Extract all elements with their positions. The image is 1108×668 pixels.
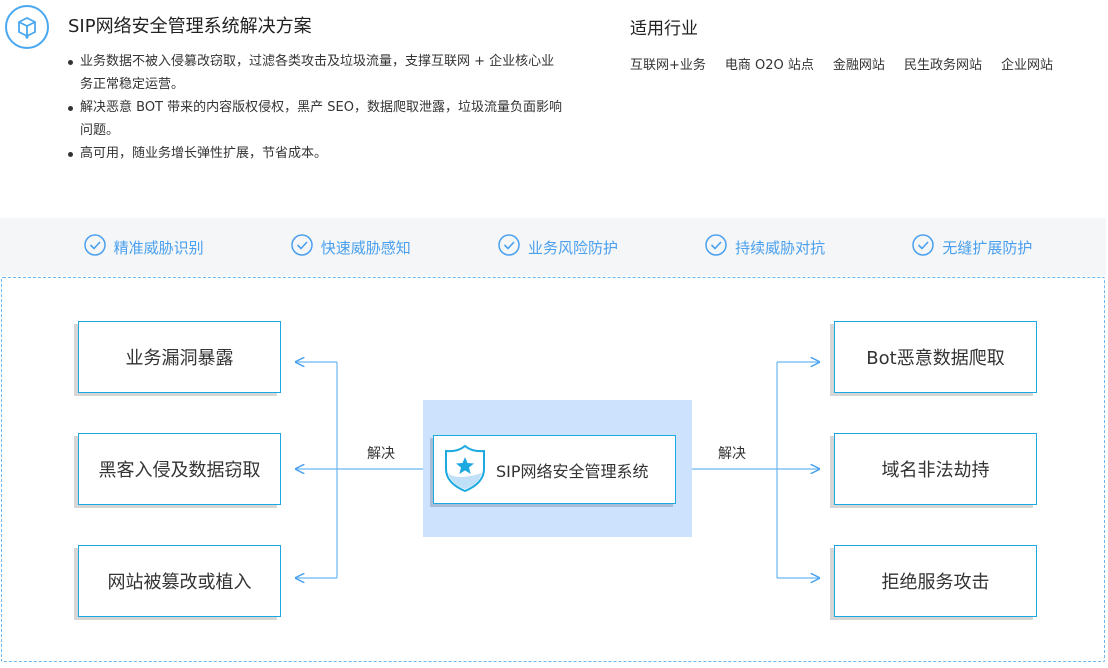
industry-item: 企业网站 — [1000, 58, 1053, 73]
feature-item: 业务风险防护 — [498, 234, 618, 260]
check-circle-icon — [291, 234, 313, 260]
industry-item: 民生政务网站 — [903, 58, 982, 73]
page-title: SIP网络安全管理系统解决方案 — [68, 16, 312, 37]
threat-box: 域名非法劫持 — [834, 433, 1037, 505]
feature-label: 持续威胁对抗 — [735, 238, 826, 257]
benefit-list: 业务数据不被入侵篡改窃取，过滤各类攻击及垃圾流量，支撑互联网 + 企业核心业务正… — [66, 50, 566, 165]
core-system-box: SIP网络安全管理系统 — [433, 435, 676, 504]
benefit-item: 高可用，随业务增长弹性扩展，节省成本。 — [66, 142, 566, 165]
solve-label-right: 解决 — [718, 446, 746, 462]
product-logo-icon — [5, 5, 49, 49]
feature-item: 无缝扩展防护 — [912, 234, 1032, 260]
benefit-item: 解决恶意 BOT 带来的内容版权侵权，黑产 SEO，数据爬取泄露，垃圾流量负面影… — [66, 96, 566, 142]
benefit-item: 业务数据不被入侵篡改窃取，过滤各类攻击及垃圾流量，支撑互联网 + 企业核心业务正… — [66, 50, 566, 96]
shield-star-icon — [442, 443, 488, 497]
threat-box: 网站被篡改或植入 — [78, 545, 281, 617]
threat-box: 黑客入侵及数据窃取 — [78, 433, 281, 505]
industry-item: 电商 O2O 站点 — [724, 58, 814, 73]
threat-box: 业务漏洞暴露 — [78, 321, 281, 393]
feature-band: 精准威胁识别 快速威胁感知 业务风险防护 持续威胁对抗 无缝扩展防护 — [0, 218, 1106, 276]
solve-label-left: 解决 — [367, 446, 395, 462]
feature-item: 快速威胁感知 — [291, 234, 411, 260]
check-circle-icon — [912, 234, 935, 260]
threat-box: 拒绝服务攻击 — [834, 545, 1037, 617]
feature-item: 持续威胁对抗 — [705, 234, 825, 260]
feature-label: 无缝扩展防护 — [942, 238, 1033, 257]
check-circle-icon — [705, 234, 727, 260]
threat-box: Bot恶意数据爬取 — [834, 321, 1037, 393]
check-circle-icon — [498, 234, 520, 260]
industries-title: 适用行业 — [630, 19, 698, 39]
feature-item: 精准威胁识别 — [83, 234, 204, 260]
industries-list: 互联网+业务 电商 O2O 站点 金融网站 民生政务网站 企业网站 — [630, 54, 1053, 73]
industry-item: 互联网+业务 — [630, 58, 706, 73]
feature-label: 快速威胁感知 — [320, 238, 411, 257]
diagram-frame — [1, 277, 1105, 662]
core-system-label: SIP网络安全管理系统 — [496, 461, 649, 481]
feature-label: 业务风险防护 — [527, 238, 618, 257]
feature-label: 精准威胁识别 — [113, 238, 204, 257]
check-circle-icon — [83, 234, 106, 260]
industry-item: 金融网站 — [832, 58, 885, 73]
